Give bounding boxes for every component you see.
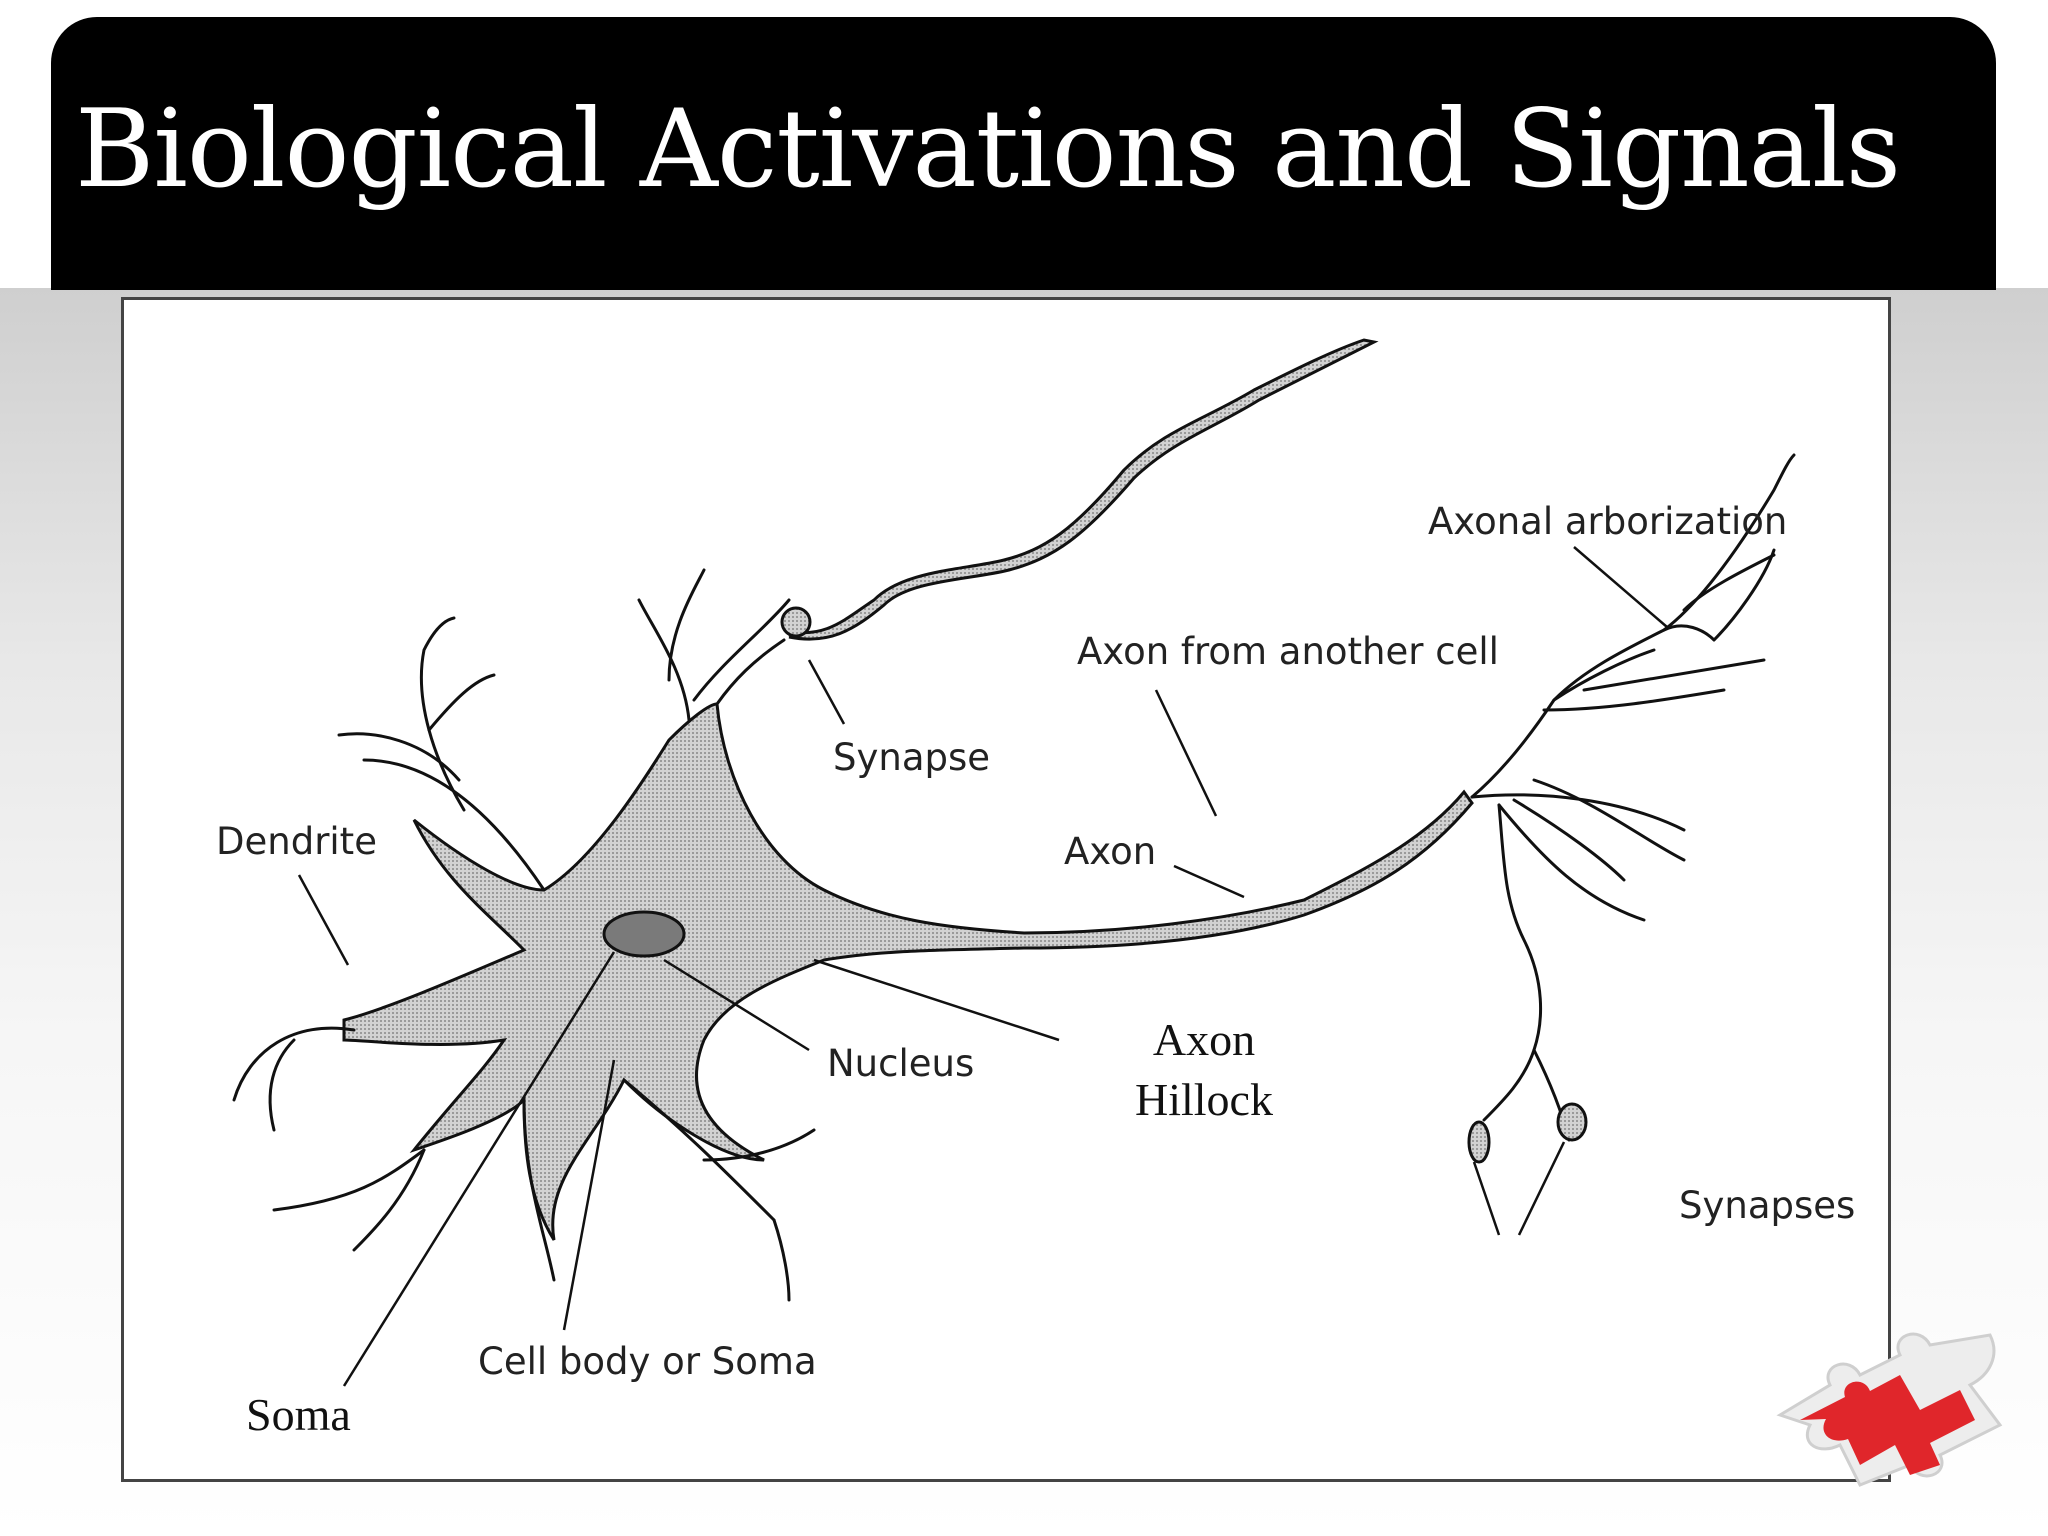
synapse-label: Synapse xyxy=(833,736,991,779)
slide-title: Biological Activations and Signals xyxy=(75,87,1901,212)
dendrites xyxy=(232,568,816,1302)
dendrite-label: Dendrite xyxy=(216,820,377,863)
leader-lines xyxy=(297,546,1668,1387)
axon-hillock-line1: Axon xyxy=(1152,1014,1256,1065)
axon-from-another-cell xyxy=(783,338,1379,641)
axonal-arborization xyxy=(1470,453,1796,1142)
axon-label: Axon xyxy=(1064,830,1157,873)
synapses-label: Synapses xyxy=(1679,1184,1856,1227)
neuron-illustration xyxy=(232,338,1796,1387)
puzzle-logo-icon xyxy=(1760,1315,2020,1495)
cell-body-label: Cell body or Soma xyxy=(478,1340,817,1383)
synapse-end-right xyxy=(1556,1102,1588,1142)
soma-annotation: Soma xyxy=(246,1389,351,1440)
synapse-shape xyxy=(780,606,812,638)
nucleus-label: Nucleus xyxy=(827,1042,975,1085)
nucleus-shape xyxy=(602,910,686,958)
synapse-end-left xyxy=(1467,1120,1491,1164)
title-bar: Biological Activations and Signals xyxy=(51,17,1996,290)
axon-hillock-line2: Hillock xyxy=(1135,1074,1273,1125)
axonal-arborization-label: Axonal arborization xyxy=(1428,500,1788,543)
axon-from-another-cell-label: Axon from another cell xyxy=(1077,630,1499,673)
neuron-diagram: Dendrite Synapse Axon from another cell … xyxy=(121,297,1891,1482)
cell-body-shape xyxy=(342,702,1474,1241)
axon-hillock-annotation: Axon Hillock xyxy=(1114,1010,1294,1130)
